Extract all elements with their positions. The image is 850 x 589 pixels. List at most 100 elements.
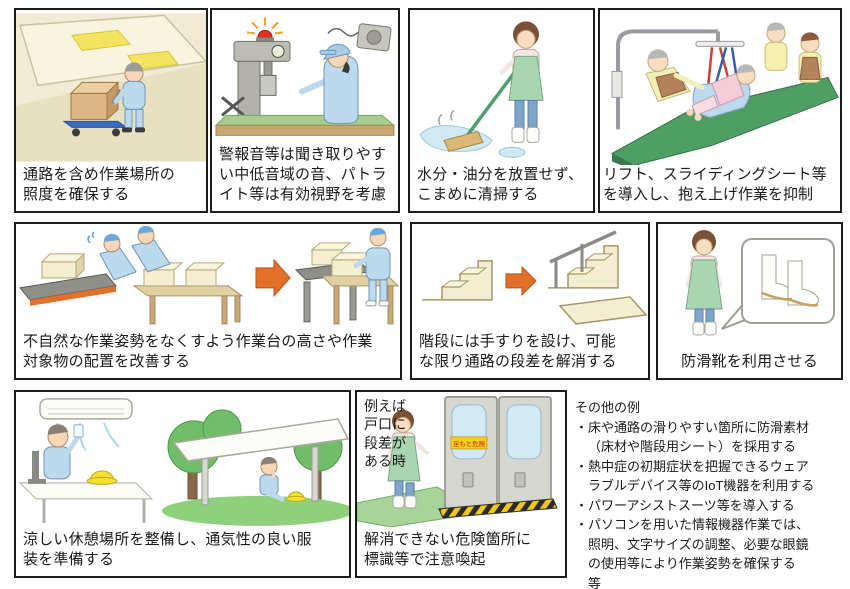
sling-bar <box>695 40 745 47</box>
white-boot <box>526 126 540 143</box>
panel-stairs-caption: 階段には手すりを設け、可能 な限り通路の段差を解消する <box>419 332 617 370</box>
panel-lift: リフト、スライディングシート等 を導入し、抱え上げ作業を抑制 <box>598 8 842 213</box>
rest-table <box>18 482 154 500</box>
cup <box>73 424 84 438</box>
hazard-door-illustration: 足もと危険 <box>357 392 565 530</box>
stairs-before <box>422 260 493 301</box>
panel-rest: 涼しい休憩場所を整備し、通気性の良い服 装を準備する <box>14 390 351 578</box>
anti-slip-boots-illustration <box>658 224 841 352</box>
panel-cleaning-caption: 水分・油分を放置せず、 こまめに清掃する <box>417 165 584 203</box>
machine-scene <box>214 17 396 136</box>
other-example-item: ・熱中症の初期症状を把握できるウェア ラブルデバイス等のIoT機器を利用する <box>575 458 815 494</box>
hazard-stripe <box>438 498 558 519</box>
walking-woman-figure <box>386 409 430 509</box>
cool-rest-area-illustration <box>16 392 349 530</box>
ceiling <box>19 14 206 87</box>
motion-lines <box>438 109 455 125</box>
helmet-icon <box>86 470 118 485</box>
sweat-marks <box>87 231 95 244</box>
woman-figure <box>685 229 723 336</box>
green-apron <box>508 55 544 101</box>
panel-lighting-caption: 通路を含め作業場所の 照度を確保する <box>23 165 176 203</box>
warehouse-scene <box>16 13 206 162</box>
boots-scene <box>685 229 835 336</box>
other-examples: その他の例 ・床や通路の滑りやすい箇所に防滑素材 （床材や階段用シート）を採用す… <box>575 398 845 589</box>
other-example-item: ・パワーアシストスーツ等を導入する <box>575 497 795 513</box>
mopping-scene <box>419 21 544 158</box>
panel-workbench: 不自然な作業姿勢をなくすよう作業台の高さや作業 対象物の配置を改善する <box>14 222 402 380</box>
panel-cleaning: 水分・油分を放置せず、 こまめに清掃する <box>408 8 595 213</box>
white-boot <box>704 321 717 336</box>
grass <box>162 495 349 526</box>
workbench-improvement-illustration <box>16 224 400 332</box>
sling-straps <box>706 47 738 88</box>
panel-workbench-caption: 不自然な作業姿勢をなくすよう作業台の高さや作業 対象物の配置を改善する <box>23 332 373 370</box>
cleaning-woman-figure <box>499 21 544 143</box>
workbench-scene <box>19 225 400 325</box>
panel-boots-caption: 防滑靴を利用させる <box>681 352 818 370</box>
white-boot <box>392 495 405 509</box>
before-scene <box>19 225 244 325</box>
panel-hazard-note: 例えば 戸口に 段差が ある時 <box>364 398 406 470</box>
speaker-icon <box>356 23 392 52</box>
white-boot <box>404 495 417 509</box>
sound-wave <box>327 27 359 37</box>
arrow-icon <box>505 265 537 297</box>
green-apron <box>387 436 421 482</box>
low-table <box>132 285 244 297</box>
worker-standing-figure <box>353 227 391 307</box>
observer-woman-figure <box>798 32 822 83</box>
worker-figure <box>113 62 146 133</box>
panel-alarm-caption: 警報音等は聞き取りやす い中低音域の音、パトラ イト等は有効視野を考慮 <box>219 145 387 203</box>
panel-boots: 防滑靴を利用させる <box>656 222 843 380</box>
resting-man-figure <box>259 456 285 502</box>
after-scene <box>294 227 400 325</box>
panel-lift-caption: リフト、スライディングシート等 を導入し、抱え上げ作業を抑制 <box>603 165 827 203</box>
warning-sign-label: 足もと危険 <box>453 439 486 448</box>
stairs-scene <box>422 230 648 325</box>
panel-stairs: 階段には手すりを設け、可能 な限り通路の段差を解消する <box>410 222 650 380</box>
panel-alarm: 警報音等は聞き取りやす い中低音域の音、パトラ イト等は有効視野を考慮 <box>210 8 400 213</box>
panel-lighting: 通路を含め作業場所の 照度を確保する <box>14 8 208 213</box>
white-boot <box>511 126 525 143</box>
lift-scene <box>610 22 839 165</box>
hand-truck <box>62 120 128 128</box>
alarm-light-icon <box>246 17 284 42</box>
helmet-icon <box>285 491 307 502</box>
worker-bending-figure <box>131 225 171 273</box>
other-example-item: ・パソコンを用いた情報機器作業では、 照明、文字サイズの調整、必要な眼鏡 の使用… <box>575 517 810 571</box>
white-boot <box>692 321 705 336</box>
patient-figure <box>686 64 756 121</box>
mopping-illustration <box>410 10 593 165</box>
other-examples-title: その他の例 <box>575 400 641 415</box>
drinking-man-figure <box>28 424 84 484</box>
panel-hazard: 例えば 戸口に 段差が ある時 <box>355 390 567 578</box>
ceiling-light-icon <box>71 29 131 51</box>
patient-lift-illustration <box>600 10 840 165</box>
stairs-handrail-illustration <box>412 224 648 332</box>
gazebo <box>172 418 349 506</box>
green-apron <box>685 259 723 310</box>
panel-rest-caption: 涼しい休憩場所を整備し、通気性の良い服 装を準備する <box>23 530 312 568</box>
door-scene: 足もと危険 <box>357 396 558 528</box>
handrail <box>549 230 617 264</box>
work-table <box>214 114 396 126</box>
boots-callout <box>721 237 835 330</box>
ramp <box>558 296 648 325</box>
caregiver-figure <box>645 49 705 103</box>
observer-man-figure <box>764 22 788 71</box>
stairs-after-with-handrail <box>548 230 619 289</box>
arrow-icon <box>255 258 291 298</box>
double-doors <box>444 396 552 510</box>
other-example-item: 等 <box>575 575 602 589</box>
other-examples-list: ・床や通路の滑りやすい箇所に防滑素材 （床材や階段用シート）を採用する・熱中症の… <box>575 418 845 589</box>
drill-press-machine <box>221 40 291 118</box>
air-conditioner-icon <box>39 398 133 420</box>
warning-sign: 足もと危険 <box>450 436 488 450</box>
worker-figure <box>299 43 359 124</box>
machine-alarm-illustration <box>212 10 398 145</box>
worker-bending-figure <box>87 231 137 281</box>
panel-hazard-caption: 解消できない危険箇所に 標識等で注意喚起 <box>364 530 532 568</box>
other-example-item: ・床や通路の滑りやすい箇所に防滑素材 （床材や階段用シート）を採用する <box>575 419 810 455</box>
